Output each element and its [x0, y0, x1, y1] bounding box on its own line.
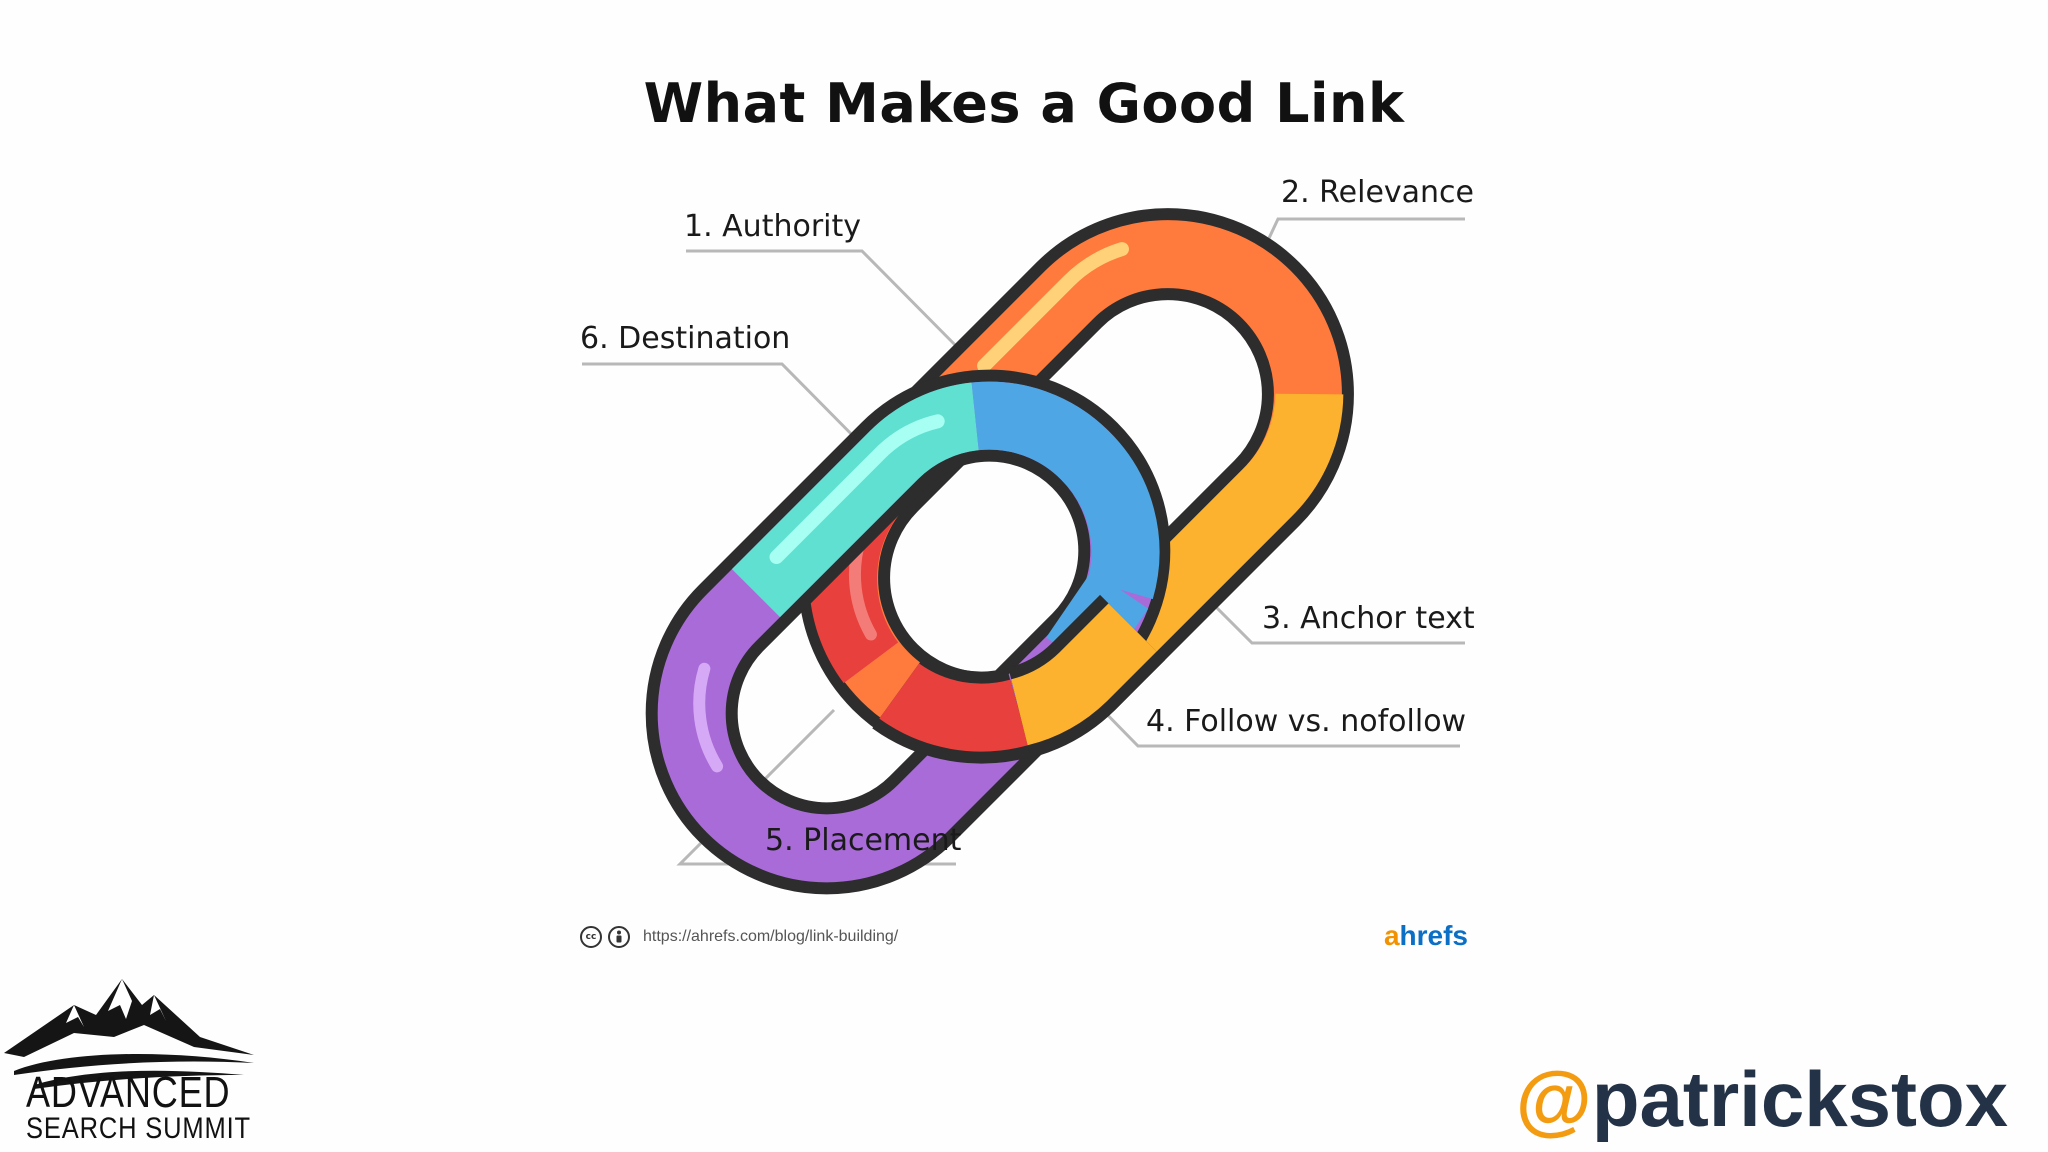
summit-name-line2: SEARCH SUMMIT	[26, 1112, 251, 1145]
slide-title: What Makes a Good Link	[643, 72, 1405, 135]
attribution-icon	[608, 926, 630, 948]
ahrefs-logo: ahrefs	[1383, 920, 1468, 951]
source-url[interactable]: https://ahrefs.com/blog/link-building/	[643, 928, 899, 945]
label-placement: 5. Placement	[765, 823, 962, 858]
summit-name-line1: ADVANCED	[26, 1068, 231, 1117]
mountain-logo-icon	[4, 979, 254, 1089]
license-icons: cc	[580, 926, 630, 948]
cc-icon: cc	[580, 926, 602, 948]
label-relevance: 2. Relevance	[1281, 175, 1475, 210]
chain-link-overlap	[872, 594, 1166, 764]
slide-footer: cc https://ahrefs.com/blog/link-building…	[580, 920, 1468, 952]
label-destination: 6. Destination	[580, 321, 791, 356]
leader-line-authority	[686, 249, 972, 362]
label-authority: 1. Authority	[684, 209, 862, 244]
label-anchor-text: 3. Anchor text	[1262, 601, 1475, 636]
label-follow-vs-nofollow: 4. Follow vs. nofollow	[1146, 704, 1467, 739]
leader-lines	[582, 217, 1465, 866]
leader-line-destination	[582, 362, 874, 457]
twitter-handle: @patrickstox	[1515, 1055, 2008, 1143]
